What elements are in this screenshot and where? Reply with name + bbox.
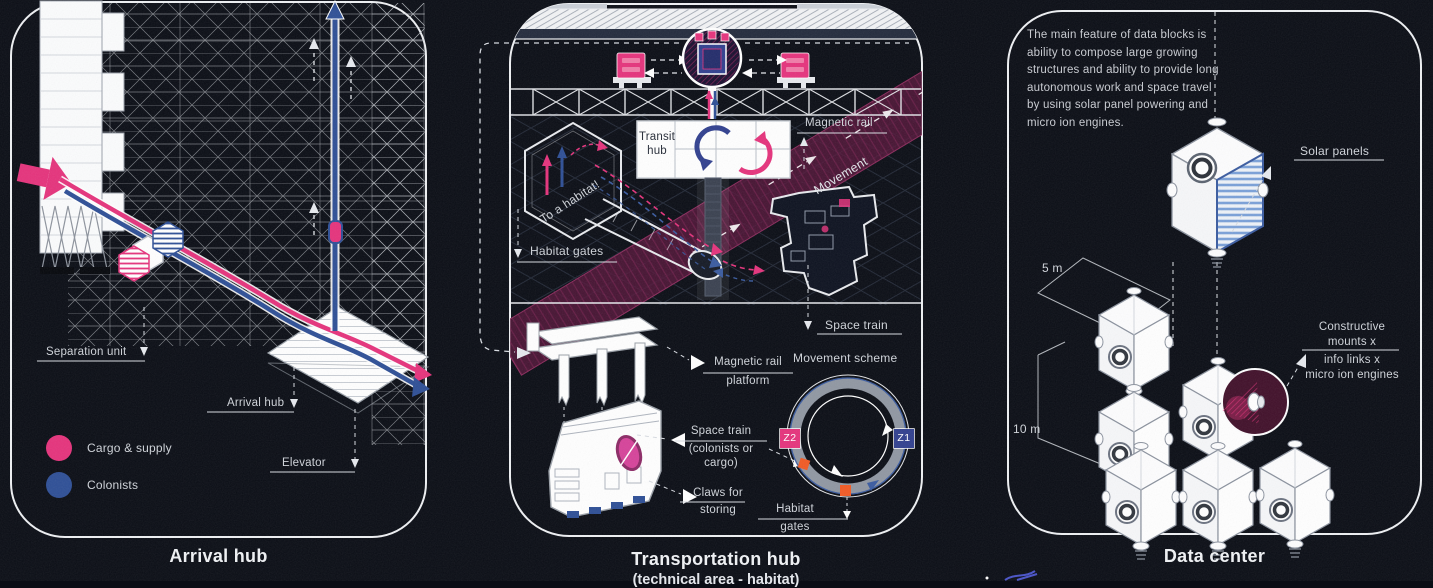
transit-hub-label: Transit hub [638,131,676,157]
arrival-hub-caption: Arrival hub [169,546,268,566]
habitat-gates-lower-label-2: gates [780,521,810,533]
space-train-label-1: Space train [690,425,752,437]
cargo-legend-dot [46,435,72,461]
claws-label-1: Claws for [693,487,743,499]
habitat-gates-upper-label: Habitat gates [530,244,604,258]
mounts-label-3: info links x [1323,354,1381,366]
elevator-label: Elevator [282,457,326,469]
mounts-label-4: micro ion engines [1305,369,1399,381]
mounts-label-1: Constructive [1318,321,1386,333]
magnetic-rail-label: Magnetic rail [805,117,873,129]
movement-scheme-label: Movement scheme [793,351,898,365]
hub-shaft [697,177,729,300]
space-train-lower [548,400,662,518]
separation-unit-label: Separation unit [46,346,127,358]
zone2-badge: Z2 [780,429,800,448]
magnetic-rail-platform-label-2: platform [726,375,770,387]
space-train-label-3: cargo) [704,457,738,469]
habitat-gate-marker [840,485,851,496]
signature-mark [985,570,1038,581]
zone1-badge: Z1 [894,429,914,448]
space-train-upper-label: Space train [825,318,888,332]
data-center-caption: Data center [1163,546,1266,566]
claws-label-2: storing [700,504,736,516]
mounts-label-2: mounts x [1327,336,1377,348]
data-block-cluster [1093,285,1336,561]
data-blocks-description: The main feature of data blocks is abili… [1027,29,1219,129]
magnetic-rail-platform-label-1: Magnetic rail [714,356,782,368]
cargo-legend-label: Cargo & supply [87,441,172,455]
colonists-legend-label: Colonists [87,478,139,492]
mounts-magnifier-icon [1220,368,1289,436]
arrival-hub-illustration [16,0,432,473]
transportation-hub-caption: Transportation hub [631,549,801,569]
elevator-magnifier-icon [681,27,743,89]
arrival-hub-label: Arrival hub [227,397,285,409]
solar-data-block [1166,117,1269,268]
transportation-hub-subcaption: (technical area - habitat) [632,572,800,588]
elevator-cabin-node [328,220,343,244]
dim-5m-label: 5 m [1042,261,1063,275]
solar-panels-label: Solar panels [1300,144,1370,158]
space-train-label-2: (colonists or [688,443,754,455]
colonists-legend-dot [46,472,72,498]
habitat-gates-lower-label-1: Habitat [776,503,814,515]
dim-10m-label: 10 m [1013,422,1041,436]
